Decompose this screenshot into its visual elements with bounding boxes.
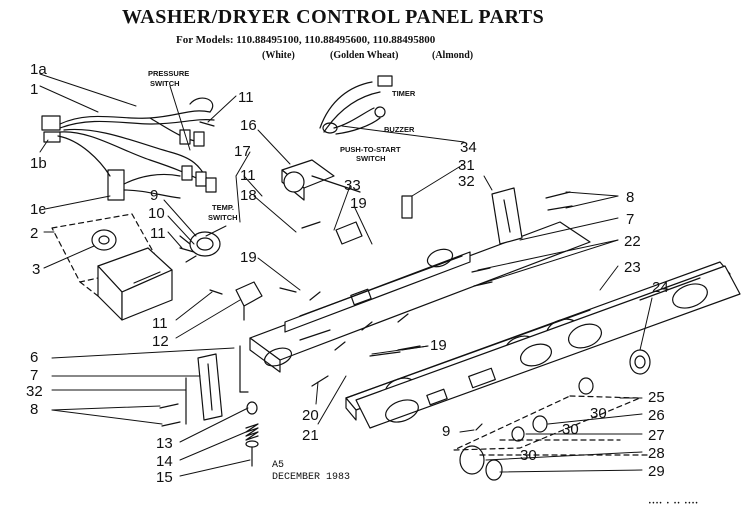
label-temp-switch-2: SWITCH <box>208 213 238 222</box>
footer-date: DECEMBER 1983 <box>272 472 351 483</box>
temp-switch-part <box>179 231 221 263</box>
callout-12: 12 <box>152 333 169 350</box>
callout-30-a: 30 <box>590 405 607 422</box>
callout-7-right: 7 <box>626 211 634 228</box>
callout-9-low: 9 <box>442 423 450 440</box>
callout-20: 20 <box>302 407 319 424</box>
callout-19-low: 19 <box>430 337 447 354</box>
callout-27: 27 <box>648 427 665 444</box>
label-pressure-switch-1: PRESSURE <box>148 69 189 78</box>
callout-8-left: 8 <box>30 401 38 418</box>
timer-buzzer-leads <box>319 75 393 135</box>
callout-34: 34 <box>460 139 477 156</box>
control-panel-console <box>345 261 741 429</box>
callout-1: 1 <box>30 81 38 98</box>
callout-31: 31 <box>458 157 475 174</box>
callout-30-b: 30 <box>562 421 579 438</box>
callout-16: 16 <box>240 117 257 134</box>
callout-2: 2 <box>30 225 38 242</box>
color-golden-wheat: (Golden Wheat) <box>330 50 399 61</box>
footer-code: A5 <box>272 460 285 471</box>
label-pressure-switch-2: SWITCH <box>150 79 180 88</box>
callout-1c: 1c <box>30 201 46 218</box>
label-timer: TIMER <box>392 89 416 98</box>
part-31-32-bracket <box>401 187 523 245</box>
callout-1b: 1b <box>30 155 47 172</box>
callout-17: 17 <box>234 143 251 160</box>
screws <box>159 121 573 431</box>
models-line: For Models: 110.88495100, 110.88495600, … <box>176 34 436 46</box>
callout-11-left: 11 <box>150 225 166 242</box>
callout-28: 28 <box>648 445 665 462</box>
callout-11-low: 11 <box>152 315 168 332</box>
callout-33: 33 <box>344 177 361 194</box>
color-almond: (Almond) <box>432 50 474 61</box>
callout-23: 23 <box>624 259 641 276</box>
callout-18: 18 <box>240 187 257 204</box>
callout-21: 21 <box>302 427 319 444</box>
callout-8-right: 8 <box>626 189 634 206</box>
callout-14: 14 <box>156 453 173 470</box>
callout-19-left: 19 <box>240 249 257 266</box>
side-bracket-left <box>185 345 249 425</box>
callout-22: 22 <box>624 233 641 250</box>
assembly-guides <box>453 395 651 456</box>
bracket-12-part <box>235 281 263 321</box>
callout-10: 10 <box>148 205 165 222</box>
callout-3: 3 <box>32 261 40 278</box>
switch-stack-13-15 <box>245 401 259 467</box>
callout-32-left: 32 <box>26 383 43 400</box>
control-frame <box>249 221 591 373</box>
callout-30-c: 30 <box>520 447 537 464</box>
callout-6: 6 <box>30 349 38 366</box>
label-temp-switch-1: TEMP. <box>212 203 234 212</box>
callout-15: 15 <box>156 469 173 486</box>
callout-19-top: 19 <box>350 195 367 212</box>
corner-mark: •••• • •• •••• <box>648 500 699 507</box>
callout-25: 25 <box>648 389 665 406</box>
diagram-title: WASHER/DRYER CONTROL PANEL PARTS <box>122 6 545 28</box>
callout-11-top: 11 <box>238 89 254 106</box>
callout-24: 24 <box>652 279 669 296</box>
callout-7-left: 7 <box>30 367 38 384</box>
callout-29: 29 <box>648 463 665 480</box>
label-push-to-start-2: SWITCH <box>356 154 386 163</box>
callout-1a: 1a <box>30 61 47 78</box>
pressure-switch-part <box>281 159 361 201</box>
callout-13: 13 <box>156 435 173 452</box>
callout-11-mid: 11 <box>240 167 256 184</box>
leader-lines <box>39 73 653 477</box>
wiring-harness <box>41 97 217 201</box>
callout-9-left: 9 <box>150 187 158 204</box>
color-white: (White) <box>262 50 295 61</box>
label-push-to-start-1: PUSH-TO-START <box>340 145 401 154</box>
label-buzzer: BUZZER <box>384 125 415 134</box>
callout-26: 26 <box>648 407 665 424</box>
callout-32-right: 32 <box>458 173 475 190</box>
part-33-switch <box>335 221 363 245</box>
knobs <box>459 349 651 481</box>
motor-module-assembly <box>51 213 173 321</box>
